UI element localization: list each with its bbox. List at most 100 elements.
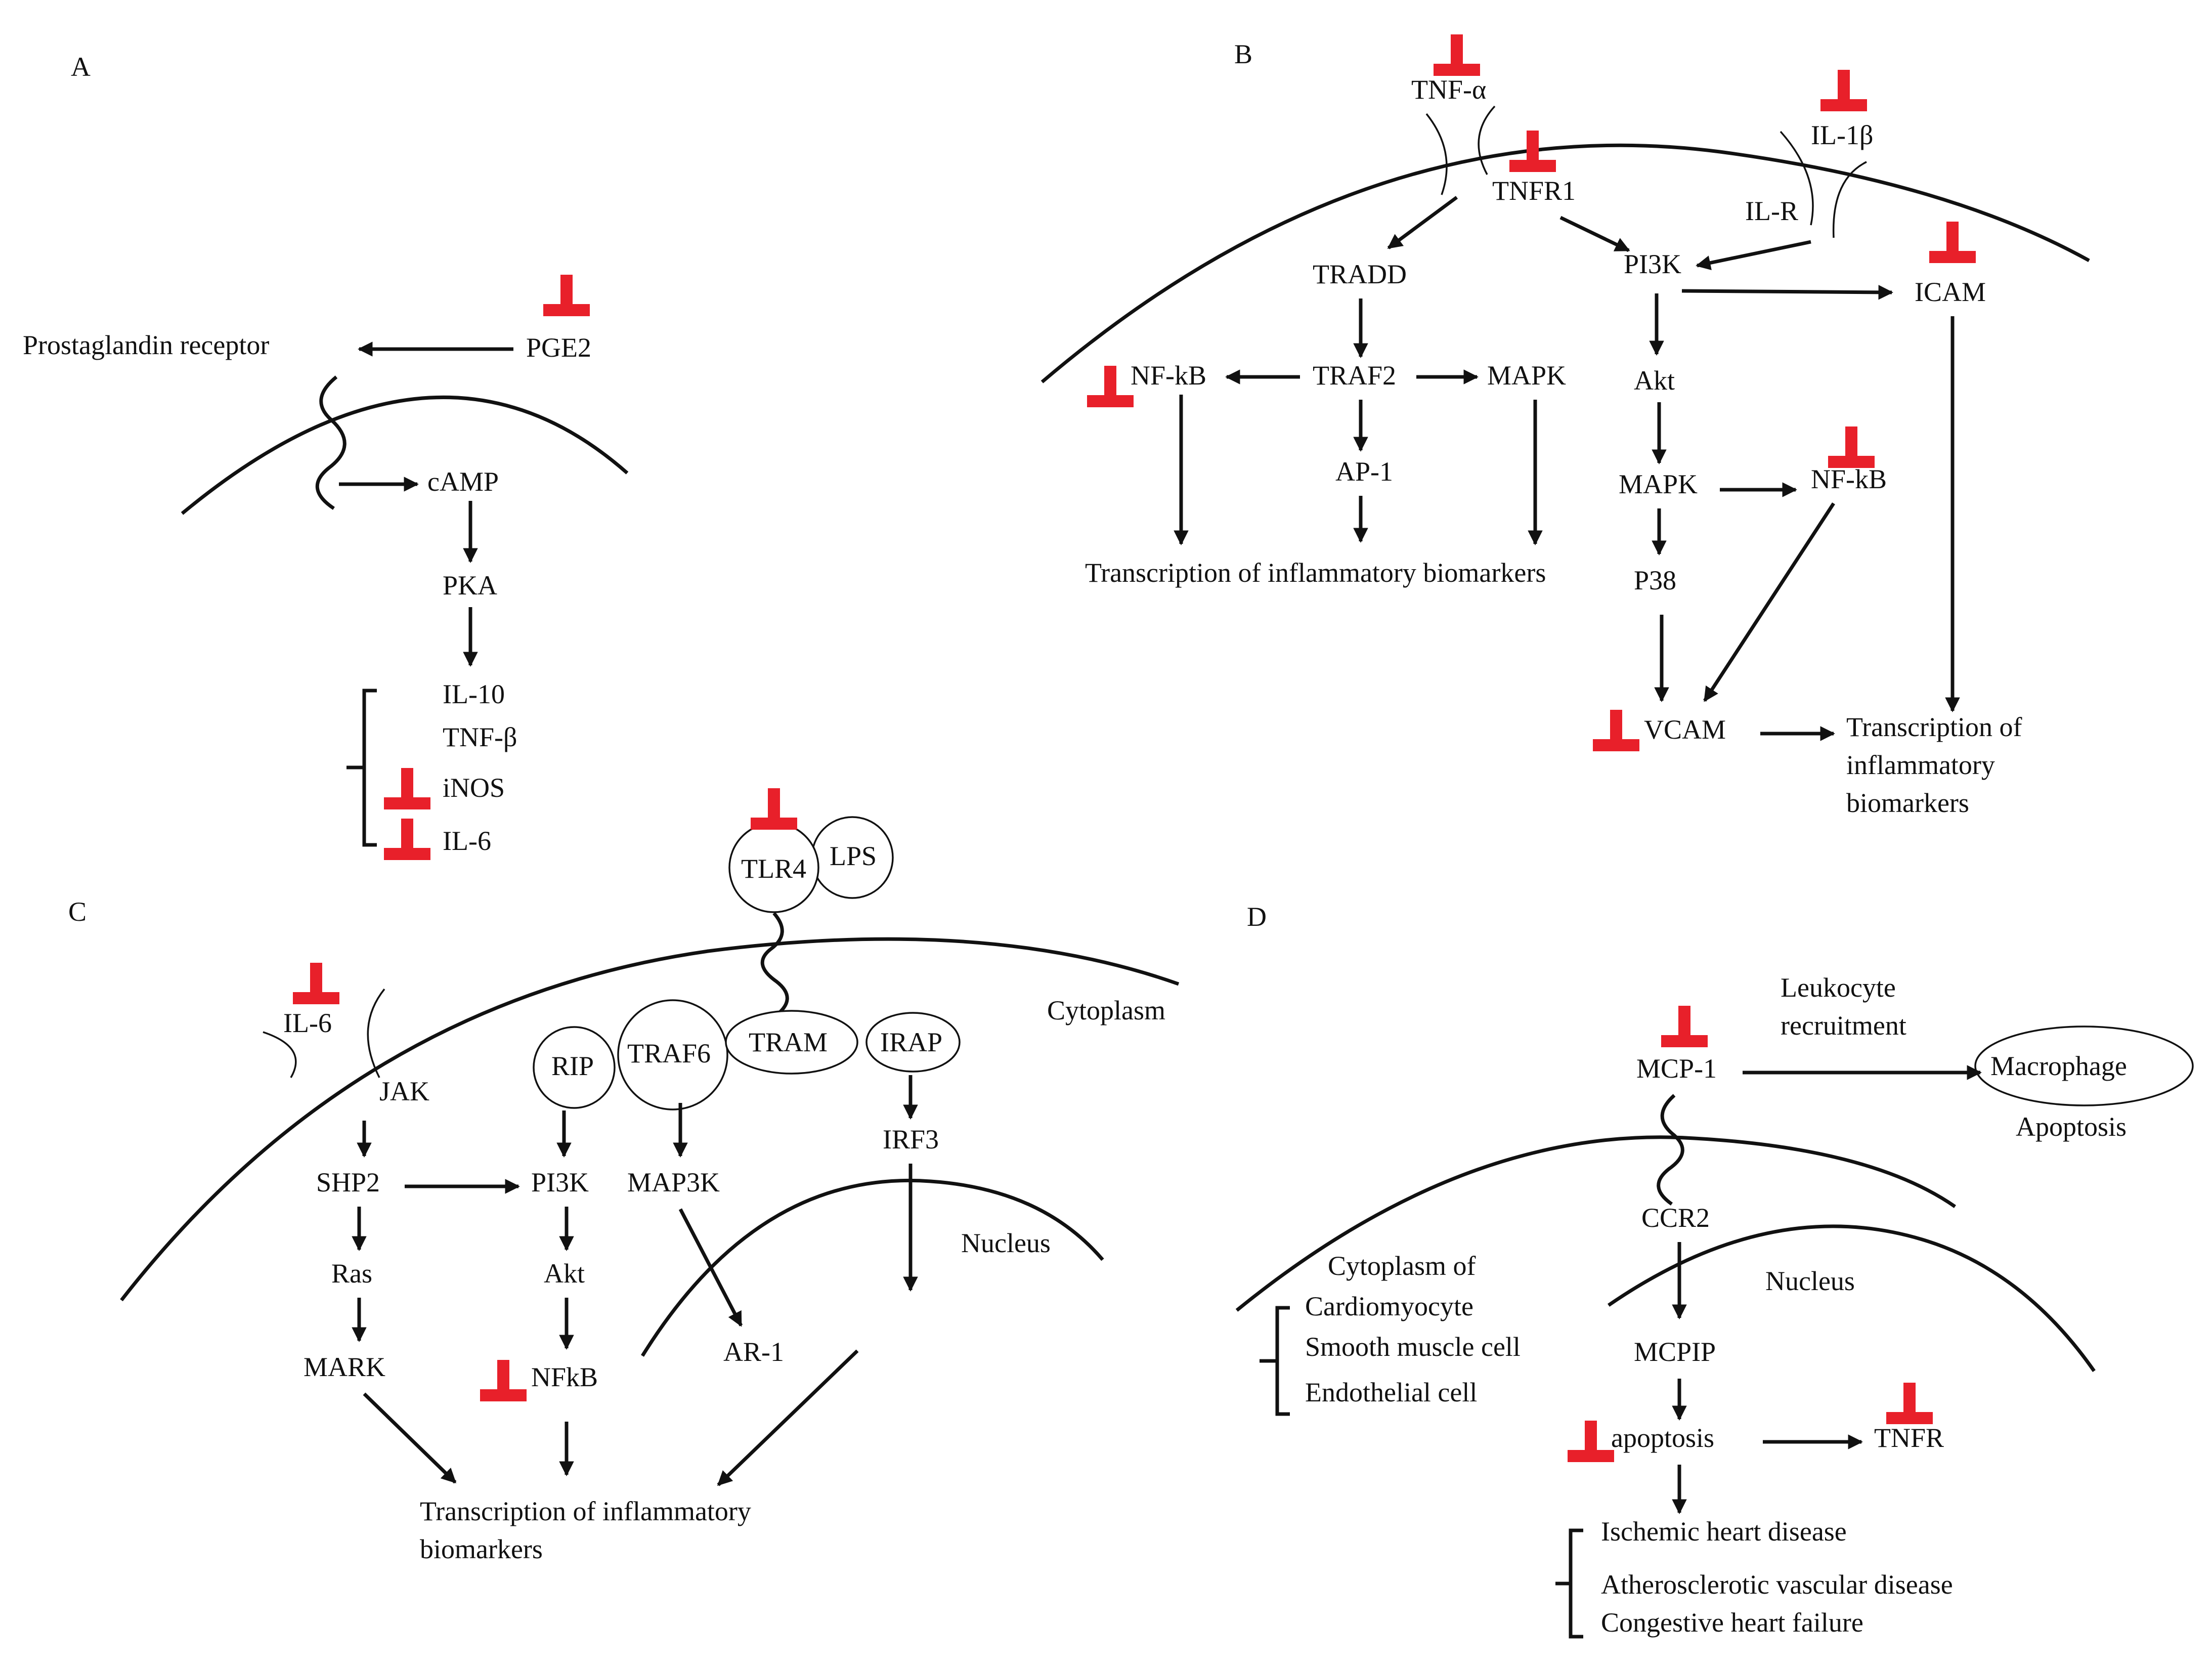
akt-b-label: Akt bbox=[1634, 365, 1675, 396]
pka-label: PKA bbox=[443, 570, 497, 601]
traf6-label: TRAF6 bbox=[627, 1038, 711, 1068]
nfkb-b-left-inhibitor-icon bbox=[1087, 366, 1134, 407]
tnfa-label: TNF-α bbox=[1411, 74, 1486, 105]
il1b-inhibitor-icon bbox=[1820, 70, 1867, 111]
panel-a-cell-membrane bbox=[181, 395, 629, 515]
cytoplasm-of-label: Cytoplasm of bbox=[1328, 1251, 1476, 1281]
transcription-b2-line1: Transcription of bbox=[1846, 712, 2022, 742]
tnfr-inhibitor-icon bbox=[1886, 1383, 1933, 1424]
traf2-label: TRAF2 bbox=[1313, 360, 1396, 391]
panel-a: A Prostaglandin receptor PGE2 cAMP PKA I… bbox=[23, 52, 629, 860]
tnfr1-label: TNFR1 bbox=[1492, 176, 1576, 206]
arrow-ilr-to-pi3k bbox=[1696, 240, 1811, 270]
mcp1-label: MCP-1 bbox=[1636, 1053, 1717, 1084]
pi3k-c-label: PI3K bbox=[531, 1167, 589, 1198]
jak-label: JAK bbox=[379, 1076, 429, 1106]
nfkb-c-label: NFkB bbox=[531, 1362, 598, 1392]
mark-label: MARK bbox=[303, 1352, 385, 1382]
panel-a-label: A bbox=[71, 52, 91, 82]
il6r-receptor-right bbox=[367, 988, 385, 1078]
macrophage-ellipse bbox=[1974, 1025, 2194, 1106]
tnfr1-receptor-right bbox=[1478, 105, 1496, 175]
il6-a-label: IL-6 bbox=[443, 826, 491, 856]
vcam-label: VCAM bbox=[1644, 714, 1726, 745]
nfkb-b-left-label: NF-kB bbox=[1131, 360, 1206, 391]
tnfr1-receptor-left bbox=[1425, 113, 1448, 195]
map3k-label: MAP3K bbox=[627, 1167, 720, 1198]
il6-a-inhibitor-icon bbox=[384, 819, 430, 860]
apoptosis-inhibitor-icon bbox=[1568, 1421, 1614, 1462]
transcription-b-label: Transcription of inflammatory biomarkers bbox=[1085, 558, 1546, 588]
rip-circle bbox=[533, 1026, 616, 1109]
ilr-receptor-right bbox=[1832, 161, 1867, 238]
il6r-receptor-left bbox=[263, 1031, 297, 1078]
arrow-pi3k-to-icam bbox=[1681, 285, 1893, 300]
cytoplasm-c-label: Cytoplasm bbox=[1047, 995, 1165, 1025]
nucleus-c-label: Nucleus bbox=[961, 1228, 1051, 1258]
pge2-inhibitor-icon bbox=[543, 275, 590, 316]
leukocyte-line2: recruitment bbox=[1781, 1010, 1906, 1041]
nfkb-c-inhibitor-icon bbox=[480, 1360, 527, 1401]
arrow-map3k-to-ar1 bbox=[678, 1208, 743, 1327]
inos-label: iNOS bbox=[443, 773, 505, 803]
mapk-b-left-label: MAPK bbox=[1487, 360, 1566, 391]
camp-label: cAMP bbox=[427, 466, 499, 497]
panel-b: B TNF-α TNFR1 IL-1β IL-R TRADD PI3K ICAM… bbox=[1040, 34, 2090, 818]
arrow-mark-to-transcription bbox=[363, 1392, 457, 1484]
panel-d: D Leukocyte recruitment MCP-1 Macrophage… bbox=[1235, 902, 2194, 1639]
irap-ellipse bbox=[865, 1012, 961, 1073]
apoptosis-top-label: Apoptosis bbox=[2016, 1112, 2127, 1142]
transcription-c-line1: Transcription of inflammatory bbox=[420, 1496, 751, 1526]
il1b-label: IL-1β bbox=[1811, 120, 1873, 150]
panel-b-cell-membrane bbox=[1040, 143, 2090, 383]
tnfa-inhibitor-icon bbox=[1434, 34, 1480, 76]
tlr4-label: TLR4 bbox=[741, 853, 806, 884]
chf-label: Congestive heart failure bbox=[1601, 1607, 1863, 1638]
panel-d-disease-bracket bbox=[1555, 1528, 1583, 1639]
panel-d-cell-type-bracket bbox=[1260, 1306, 1290, 1416]
transcription-c-line2: biomarkers bbox=[420, 1534, 543, 1564]
panel-c-label: C bbox=[68, 896, 86, 927]
panel-a-receptor-squiggle bbox=[315, 375, 346, 510]
ras-label: Ras bbox=[331, 1258, 372, 1289]
atherosclerotic-label: Atherosclerotic vascular disease bbox=[1601, 1569, 1953, 1600]
panel-d-label: D bbox=[1247, 902, 1267, 932]
ap1-label: AP-1 bbox=[1335, 456, 1393, 487]
leukocyte-line1: Leukocyte bbox=[1781, 972, 1896, 1003]
pge2-label: PGE2 bbox=[526, 332, 591, 363]
ilr-receptor-left bbox=[1780, 131, 1814, 226]
rip-label: RIP bbox=[551, 1051, 594, 1081]
arrow-tnfr1-to-tradd bbox=[1387, 196, 1458, 249]
tradd-label: TRADD bbox=[1313, 259, 1407, 289]
ilr-label: IL-R bbox=[1745, 196, 1798, 226]
transcription-b2-line2: inflammatory bbox=[1846, 750, 1995, 780]
arrow-nucleus-to-transcription bbox=[717, 1349, 859, 1486]
inos-inhibitor-icon bbox=[384, 768, 430, 809]
icam-label: ICAM bbox=[1915, 277, 1986, 307]
panel-d-nucleus-membrane bbox=[1608, 1224, 2096, 1373]
il6-c-label: IL-6 bbox=[283, 1008, 332, 1038]
il10-label: IL-10 bbox=[443, 679, 505, 709]
nucleus-d-label: Nucleus bbox=[1765, 1266, 1855, 1296]
irap-label: IRAP bbox=[880, 1027, 942, 1057]
nfkb-b-right-inhibitor-icon bbox=[1828, 426, 1875, 468]
traf6-circle bbox=[617, 999, 728, 1110]
prostaglandin-receptor-label: Prostaglandin receptor bbox=[23, 330, 269, 360]
mcp1-inhibitor-icon bbox=[1661, 1006, 1708, 1047]
tram-label: TRAM bbox=[749, 1027, 828, 1057]
arrow-tnfr1-to-pi3k bbox=[1559, 216, 1630, 252]
ischemic-label: Ischemic heart disease bbox=[1601, 1516, 1847, 1547]
arrow-nfkb-to-vcam bbox=[1703, 502, 1835, 702]
apoptosis-label: apoptosis bbox=[1611, 1423, 1714, 1453]
ccr2-label: CCR2 bbox=[1641, 1203, 1710, 1233]
ccr2-receptor-squiggle bbox=[1657, 1094, 1684, 1206]
pi3k-b-label: PI3K bbox=[1624, 249, 1681, 279]
smooth-muscle-label: Smooth muscle cell bbox=[1305, 1332, 1521, 1362]
tnfb-label: TNF-β bbox=[443, 722, 517, 752]
transcription-b2-line3: biomarkers bbox=[1846, 788, 1969, 818]
vcam-inhibitor-icon bbox=[1593, 710, 1639, 751]
mapk-b-right-label: MAPK bbox=[1619, 469, 1698, 499]
lps-label: LPS bbox=[830, 841, 877, 871]
cardiomyocyte-label: Cardiomyocyte bbox=[1305, 1291, 1473, 1321]
